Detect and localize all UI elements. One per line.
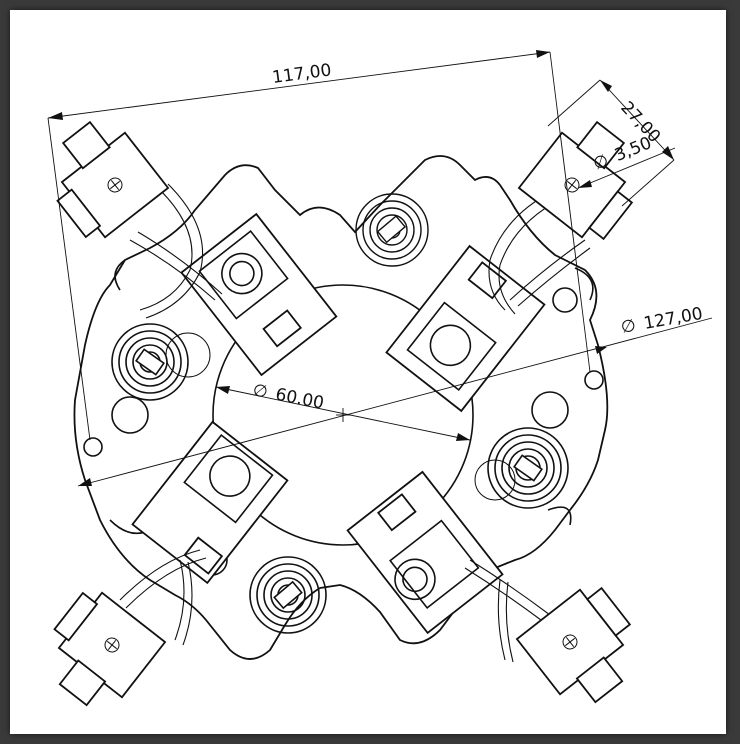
terminal-bottom-left (53, 591, 167, 707)
pin-hole-right (531, 391, 569, 429)
terminal-top-right (517, 120, 634, 241)
brush-holder-bottom-right (346, 470, 504, 635)
brush-holder-drawing: 117,00 27,00 ∅ 3,50 ∅ 127,00 (47, 50, 713, 707)
terminal-top-left (56, 120, 170, 239)
spring-bottom (249, 556, 327, 634)
plate-notch-tl (114, 259, 126, 291)
brush-holder-top-right (385, 244, 546, 413)
brush-holder-bottom-left (131, 420, 289, 585)
diameter-symbol: ∅ (251, 380, 269, 402)
plate-notch-tr (574, 267, 594, 301)
svg-text:∅ 127,00: ∅ 127,00 (619, 304, 704, 338)
diameter-symbol: ∅ (619, 316, 637, 338)
spring-top (355, 193, 429, 267)
brush-holder-top-left (180, 212, 338, 377)
drawing-sheet: 117,00 27,00 ∅ 3,50 ∅ 127,00 (10, 10, 726, 734)
terminal-bottom-right (515, 586, 632, 704)
mount-hole-left (83, 437, 103, 457)
central-bore (212, 284, 474, 546)
pin-hole-left (111, 396, 149, 434)
spring-right (474, 427, 569, 509)
pin-hole-top (552, 287, 578, 313)
lead-wires (119, 183, 591, 663)
spring-left (111, 323, 211, 401)
dimension-3-50: ∅ 3,50 (577, 133, 676, 189)
dimension-127-label: 127,00 (642, 304, 704, 334)
mount-hole-right (584, 370, 604, 390)
plate-notch-br (547, 506, 572, 526)
dimension-117-label: 117,00 (271, 60, 333, 88)
